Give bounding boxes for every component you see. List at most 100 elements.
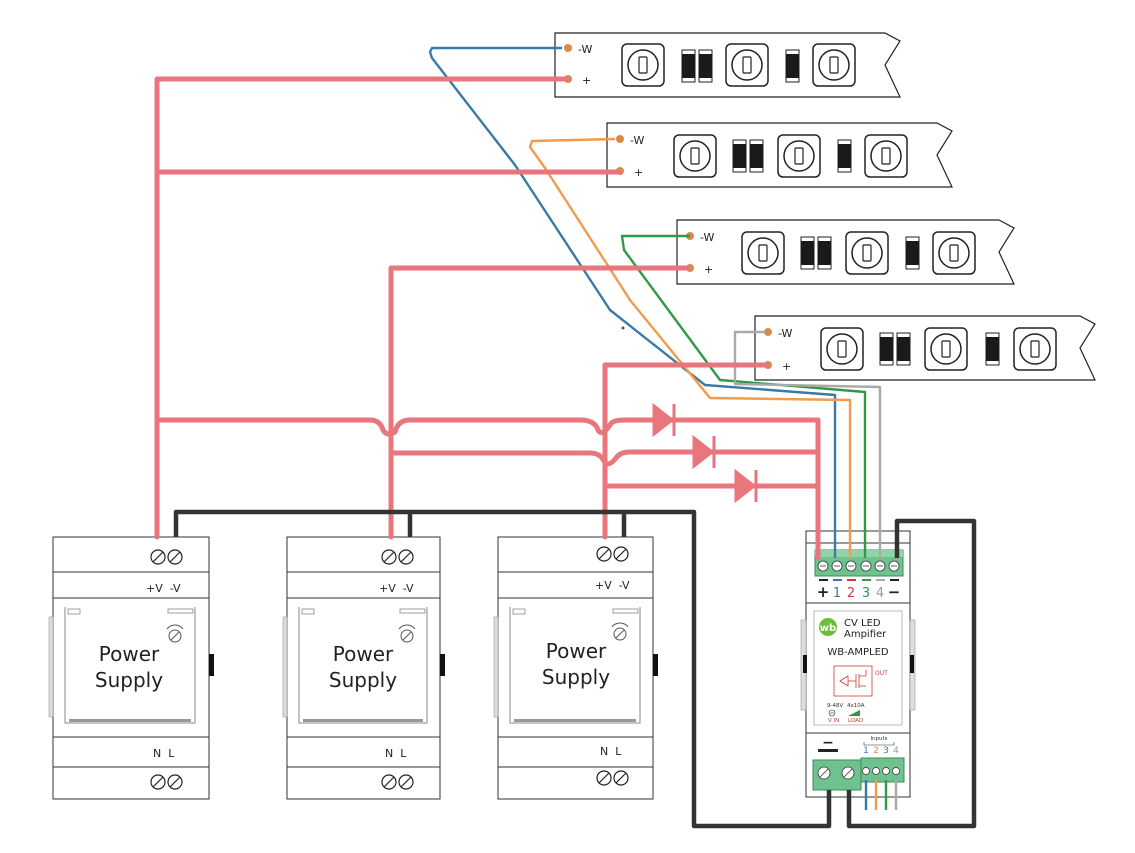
out-label: OUT xyxy=(875,670,888,677)
wire-psu1-positive xyxy=(154,76,571,540)
power-supply-1: +V -V Power Supply N L xyxy=(48,536,214,800)
load-label: LOAD xyxy=(848,718,863,724)
ground-symbol-icon xyxy=(828,709,836,717)
power-supply-3: +V -V Power Supply N L xyxy=(493,536,658,800)
signal-wires xyxy=(428,46,898,810)
strip-neg-label: -W xyxy=(778,327,793,340)
terminal-label-4: 4 xyxy=(876,586,884,601)
load-rating: 4x10A xyxy=(847,703,865,709)
resistor-icon xyxy=(785,49,800,83)
smd-led-icon xyxy=(932,231,976,275)
smd-led-icon xyxy=(1013,327,1057,371)
input-number-2: 2 xyxy=(873,746,879,756)
adjust-potentiometer-icon xyxy=(611,622,629,641)
vin-label: V IN xyxy=(828,718,839,724)
wire-channel-1 xyxy=(428,46,837,558)
wire-ground-bus xyxy=(173,509,832,829)
power-supply-title-line2: Supply xyxy=(329,668,397,692)
positive-wires xyxy=(154,76,821,561)
led-strip-1: -W + xyxy=(554,32,901,98)
smd-led-icon xyxy=(812,43,856,87)
amplifier-title-line1: CV LED xyxy=(844,618,881,629)
signal-ramp-icon xyxy=(848,710,860,716)
terminal-label-1: 1 xyxy=(833,586,841,601)
ground-wires xyxy=(173,509,977,829)
resistor-icon xyxy=(837,139,852,173)
strip-neg-label: -W xyxy=(700,231,715,244)
smd-led-icon xyxy=(777,134,821,178)
mosfet-schematic-icon xyxy=(833,665,873,697)
wire-psu2-positive xyxy=(388,265,691,540)
supply-terminal-block xyxy=(812,759,862,791)
diode-icon xyxy=(652,402,676,438)
input-screw-terminal-icon xyxy=(596,770,629,786)
input-terminal-label: N L xyxy=(600,745,622,758)
power-supply-title-line2: Supply xyxy=(542,665,610,689)
terminal-label-minus: − xyxy=(888,583,901,601)
wb-logo-icon: wb xyxy=(819,618,837,636)
resistor-icon xyxy=(905,236,920,270)
amplifier-model: WB-AMPLED xyxy=(827,647,889,658)
vin-range: 9-48V xyxy=(827,703,843,709)
adjust-potentiometer-icon xyxy=(398,624,416,643)
strip-pos-label: + xyxy=(782,360,791,373)
resistor-icon xyxy=(732,139,764,173)
smd-led-icon xyxy=(673,134,717,178)
input-number-4: 4 xyxy=(893,746,899,756)
led-strip-2: -W + xyxy=(606,122,953,188)
smd-led-icon xyxy=(845,231,889,275)
power-supply-title-line1: Power xyxy=(546,639,607,663)
output-screw-terminal-icon xyxy=(150,549,183,565)
wire-channel-4 xyxy=(733,330,882,558)
wire-psu3-positive xyxy=(602,362,769,540)
led-strip-3: -W + xyxy=(676,219,1015,285)
output-terminal-block xyxy=(814,549,904,577)
strip-neg-label: -W xyxy=(630,134,645,147)
smd-led-icon xyxy=(621,43,665,87)
output-terminal-label: +V -V xyxy=(595,579,630,592)
smd-led-icon xyxy=(864,134,908,178)
power-supply-title-line2: Supply xyxy=(95,668,163,692)
resistor-icon xyxy=(800,236,832,270)
output-terminal-label: +V -V xyxy=(379,582,414,595)
smd-led-icon xyxy=(725,43,769,87)
output-screw-terminal-icon xyxy=(381,549,414,565)
amplifier-module: + 1 2 3 4 − wb CV LED Ampifier WB-AMPLED… xyxy=(800,530,916,798)
inputs-label: Inputs xyxy=(870,736,887,742)
input-screw-terminal-icon xyxy=(150,774,183,790)
strip-neg-pad xyxy=(616,135,624,143)
wire-channel-3 xyxy=(620,234,867,558)
svg-text:wb: wb xyxy=(820,623,836,634)
smd-led-icon xyxy=(820,327,864,371)
terminal-label-plus: + xyxy=(817,583,830,601)
smd-led-icon xyxy=(741,231,785,275)
led-strip-4: -W + xyxy=(754,315,1096,381)
input-screw-terminal-icon xyxy=(381,774,414,790)
power-supply-title-line1: Power xyxy=(99,642,160,666)
terminal-color-marks xyxy=(819,579,899,581)
input-terminal-label: N L xyxy=(153,747,175,760)
junction-dot xyxy=(621,326,625,330)
resistor-icon xyxy=(681,49,713,83)
terminal-label-2: 2 xyxy=(847,586,855,601)
resistor-icon xyxy=(879,332,911,366)
diode-icon xyxy=(692,434,716,470)
adjust-potentiometer-icon xyxy=(166,624,184,643)
output-terminal-label: +V -V xyxy=(146,582,181,595)
strip-pos-label: + xyxy=(634,166,643,179)
diodes xyxy=(652,402,758,504)
strip-neg-pad xyxy=(764,328,772,336)
amplifier-title-line2: Ampifier xyxy=(844,629,887,640)
power-supply-2: +V -V Power Supply N L xyxy=(282,536,445,800)
strip-neg-pad xyxy=(564,44,572,52)
resistor-icon xyxy=(985,332,1000,366)
input-number-3: 3 xyxy=(883,746,889,756)
strip-neg-label: -W xyxy=(578,43,593,56)
input-terminal-block xyxy=(860,757,905,783)
terminal-label-3: 3 xyxy=(862,586,870,601)
power-supply-title-line1: Power xyxy=(333,642,394,666)
strip-pos-label: + xyxy=(582,74,591,87)
diode-icon xyxy=(734,468,758,504)
wire-ground-return xyxy=(846,518,977,829)
